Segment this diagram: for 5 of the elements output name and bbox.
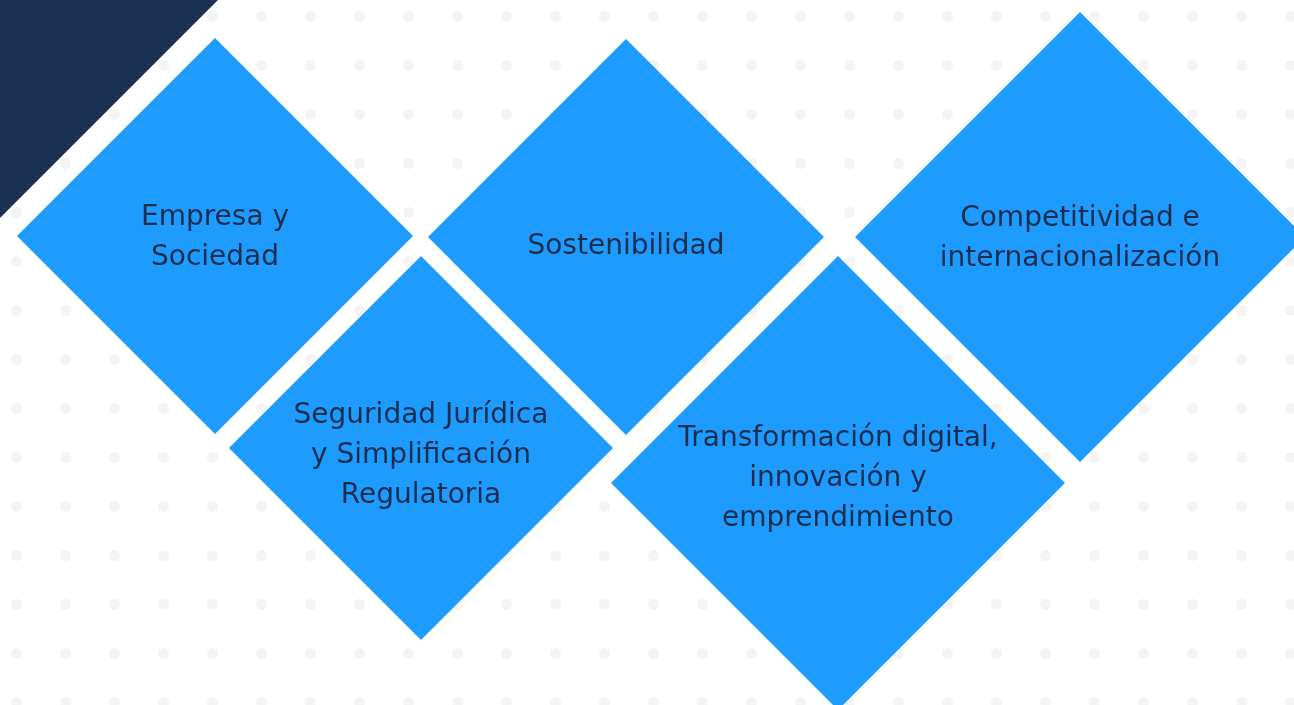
diamond-label: Empresa y Sociedad (139, 198, 291, 274)
diamond-label: Competitividad e internacionalización (938, 199, 1222, 275)
diamond-label: Transformación digital, innovación y emprendimiento (677, 419, 999, 535)
diamond-label: Sostenibilidad (526, 227, 726, 263)
diamond-label: Seguridad Jurídica y Simplificación Regulatoria (292, 396, 550, 512)
